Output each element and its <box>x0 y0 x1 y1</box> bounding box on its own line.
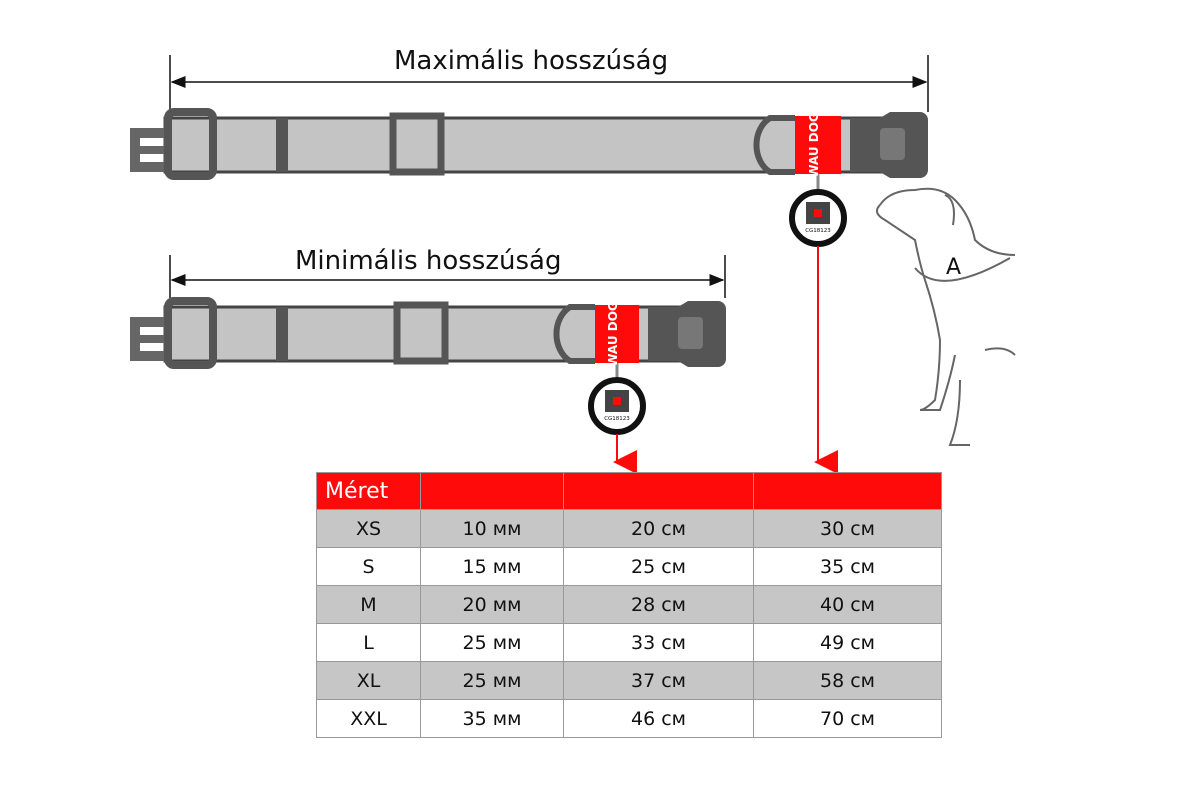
width-cell: 25 мм <box>420 623 564 662</box>
min-length-cell: 20 см <box>563 509 754 548</box>
max-length-dimension <box>169 55 929 112</box>
width-cell: 15 мм <box>420 547 564 586</box>
table-row: M 20 мм 28 см 40 см <box>316 585 942 624</box>
brand-logo-max: WAU DOG <box>807 112 821 178</box>
max-length-cell: 49 см <box>753 623 942 662</box>
table-row: L 25 мм 33 см 49 см <box>316 623 942 662</box>
max-length-label: Maximális hosszúság <box>394 46 669 76</box>
min-length-cell: 25 см <box>563 547 754 586</box>
dog-outline-icon <box>875 187 1016 446</box>
size-cell: XS <box>316 509 421 548</box>
neck-marker-label: A <box>946 255 962 280</box>
size-cell: XXL <box>316 699 421 738</box>
size-cell: L <box>316 623 421 662</box>
size-cell: XL <box>316 661 421 700</box>
max-length-cell: 40 см <box>753 585 942 624</box>
table-header-row: Méret <box>316 472 942 510</box>
table-row: XS 10 мм 20 см 30 см <box>316 509 942 548</box>
collar-max <box>130 108 928 474</box>
header-col-1 <box>420 472 564 510</box>
min-length-label: Minimális hosszúság <box>295 246 562 276</box>
max-length-cell: 70 см <box>753 699 942 738</box>
size-table: Méret XS 10 мм 20 см 30 см S 15 мм 25 см… <box>316 472 942 738</box>
min-length-cell: 37 см <box>563 661 754 700</box>
min-length-cell: 33 см <box>563 623 754 662</box>
tag-code-max: CG18123 <box>805 228 831 234</box>
header-col-3 <box>753 472 942 510</box>
table-row: XL 25 мм 37 см 58 см <box>316 661 942 700</box>
size-cell: M <box>316 585 421 624</box>
size-cell: S <box>316 547 421 586</box>
min-length-cell: 46 см <box>563 699 754 738</box>
min-length-dimension <box>169 255 726 298</box>
brand-logo-min: WAU DOG <box>606 301 620 367</box>
width-cell: 10 мм <box>420 509 564 548</box>
width-cell: 35 мм <box>420 699 564 738</box>
header-col-2 <box>563 472 754 510</box>
max-length-cell: 35 см <box>753 547 942 586</box>
max-length-cell: 58 см <box>753 661 942 700</box>
table-row: XXL 35 мм 46 см 70 см <box>316 699 942 738</box>
width-cell: 25 мм <box>420 661 564 700</box>
table-row: S 15 мм 25 см 35 см <box>316 547 942 586</box>
width-cell: 20 мм <box>420 585 564 624</box>
tag-code-min: CG18123 <box>604 416 630 422</box>
max-length-cell: 30 см <box>753 509 942 548</box>
collar-min <box>130 297 726 474</box>
min-length-cell: 28 см <box>563 585 754 624</box>
header-size: Méret <box>316 472 421 510</box>
